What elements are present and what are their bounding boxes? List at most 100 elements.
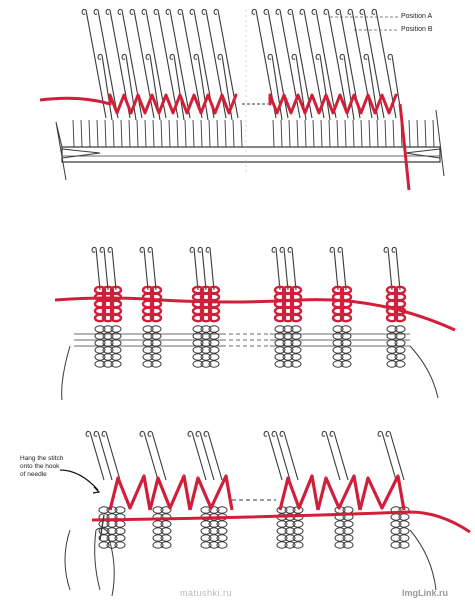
sinker-clip-right <box>404 148 441 159</box>
yarn-ewrap-left <box>108 93 238 115</box>
stitch-grey-p3-3 <box>276 527 288 535</box>
watermark-matushki: matushki.ru <box>180 588 233 598</box>
needle-a-hook <box>129 8 135 15</box>
needle-p3-shaft <box>191 431 207 481</box>
hung-stitch-5 <box>358 474 406 511</box>
gate-peg <box>152 119 155 148</box>
sinker-clip-left <box>61 148 101 159</box>
needle-a-hook <box>117 8 123 15</box>
yarn-feed-p2 <box>54 296 456 332</box>
stitch-grey-0 <box>192 325 204 333</box>
stitch-grey-p3-2 <box>342 520 354 528</box>
stitch-grey-p3-0 <box>98 506 110 514</box>
stitch-grey-p3-5 <box>160 541 172 549</box>
stitch-red-4 <box>149 313 163 323</box>
stitch-red-4 <box>191 313 205 323</box>
needle-a-shaft <box>217 9 239 119</box>
gate-peg <box>352 119 355 148</box>
stitch-grey-p3-4 <box>342 534 354 542</box>
stitch-grey-p3-3 <box>292 527 304 535</box>
stitch-grey-p3-3 <box>216 527 228 535</box>
needle-p3-shaft <box>333 431 349 481</box>
panel-3-hang-stitch <box>64 430 471 597</box>
needle-p2-shaft <box>143 247 149 291</box>
stitch-grey-5 <box>394 360 406 368</box>
needle-a-hook <box>189 8 195 15</box>
stitch-grey-5 <box>386 360 398 368</box>
stitch-grey-1 <box>274 332 286 340</box>
stitch-grey-1 <box>394 332 406 340</box>
yarn-end-right <box>398 103 411 191</box>
panel-1-needle-bed <box>39 8 445 191</box>
stitch-grey-0 <box>282 325 294 333</box>
panel-2-knitted-rows <box>54 246 456 401</box>
stitch-grey-1 <box>150 332 162 340</box>
stitch-grey-p3-0 <box>114 506 126 514</box>
stitch-grey-2 <box>290 339 302 347</box>
stitch-grey-3 <box>200 346 212 354</box>
needle-p2-shaft <box>291 247 297 291</box>
needle-p2-hook <box>205 246 211 253</box>
needle-p3-hook <box>203 430 209 437</box>
stitch-red-4 <box>281 313 295 323</box>
stitch-grey-2 <box>94 339 106 347</box>
stitch-grey-p3-3 <box>152 527 164 535</box>
stitch-grey-0 <box>102 325 114 333</box>
stitch-grey-2 <box>102 339 114 347</box>
leader-hang-arrow <box>92 486 101 494</box>
stitch-grey-p3-5 <box>342 541 354 549</box>
stitch-grey-p3-5 <box>292 541 304 549</box>
gate-peg <box>96 119 99 148</box>
stitch-grey-p3-4 <box>292 534 304 542</box>
stitch-grey-4 <box>208 353 220 361</box>
gate-peg <box>200 119 203 148</box>
stitch-grey-3 <box>110 346 122 354</box>
needle-low-hook <box>267 53 273 60</box>
stitch-grey-p3-5 <box>390 541 402 549</box>
stitch-grey-p3-3 <box>114 527 126 535</box>
needle-b-hook <box>335 8 341 15</box>
stitch-grey-p3-3 <box>342 527 354 535</box>
needle-low-hook <box>193 53 199 60</box>
fabric-edge-right <box>409 345 439 399</box>
gate-peg <box>240 119 243 148</box>
stitch-grey-4 <box>142 353 154 361</box>
stitch-grey-p3-0 <box>152 506 164 514</box>
needle-low-shaft <box>343 54 355 121</box>
gate-peg <box>104 119 107 148</box>
stitch-grey-1 <box>142 332 154 340</box>
needle-low-shaft <box>125 54 137 121</box>
needle-a-shaft <box>169 9 191 119</box>
needle-a-hook <box>81 8 87 15</box>
stitch-grey-4 <box>282 353 294 361</box>
stitch-grey-3 <box>340 346 352 354</box>
stitch-grey-p3-1 <box>398 513 410 521</box>
needle-a-hook <box>177 8 183 15</box>
needle-p3-shaft <box>275 431 291 481</box>
needle-p2-shaft <box>387 247 393 291</box>
gate-peg <box>312 119 315 148</box>
gate-peg <box>288 119 291 148</box>
stitch-grey-0 <box>290 325 302 333</box>
needle-p2-shaft <box>103 247 109 291</box>
stitch-grey-4 <box>150 353 162 361</box>
yarn-feed-p3 <box>91 510 471 534</box>
gate-peg <box>384 119 387 148</box>
needle-b-hook <box>347 8 353 15</box>
needle-p2-hook <box>189 246 195 253</box>
hang-stitch-callout: Hang the stitch onto the hook of needle <box>20 455 82 479</box>
needle-p3-hook <box>321 430 327 437</box>
needle-a-hook <box>141 8 147 15</box>
gate-peg <box>296 119 299 148</box>
stitch-grey-p3-5 <box>200 541 212 549</box>
stitch-grey-1 <box>290 332 302 340</box>
stitch-grey-p3-3 <box>398 527 410 535</box>
stitch-grey-p3-4 <box>152 534 164 542</box>
stitch-grey-p3-0 <box>208 506 220 514</box>
stitch-grey-p3-3 <box>98 527 110 535</box>
stitch-grey-2 <box>192 339 204 347</box>
hand-sketch <box>94 527 115 597</box>
gate-peg <box>376 119 379 148</box>
gate-peg <box>168 119 171 148</box>
needle-p3-hook <box>377 430 383 437</box>
